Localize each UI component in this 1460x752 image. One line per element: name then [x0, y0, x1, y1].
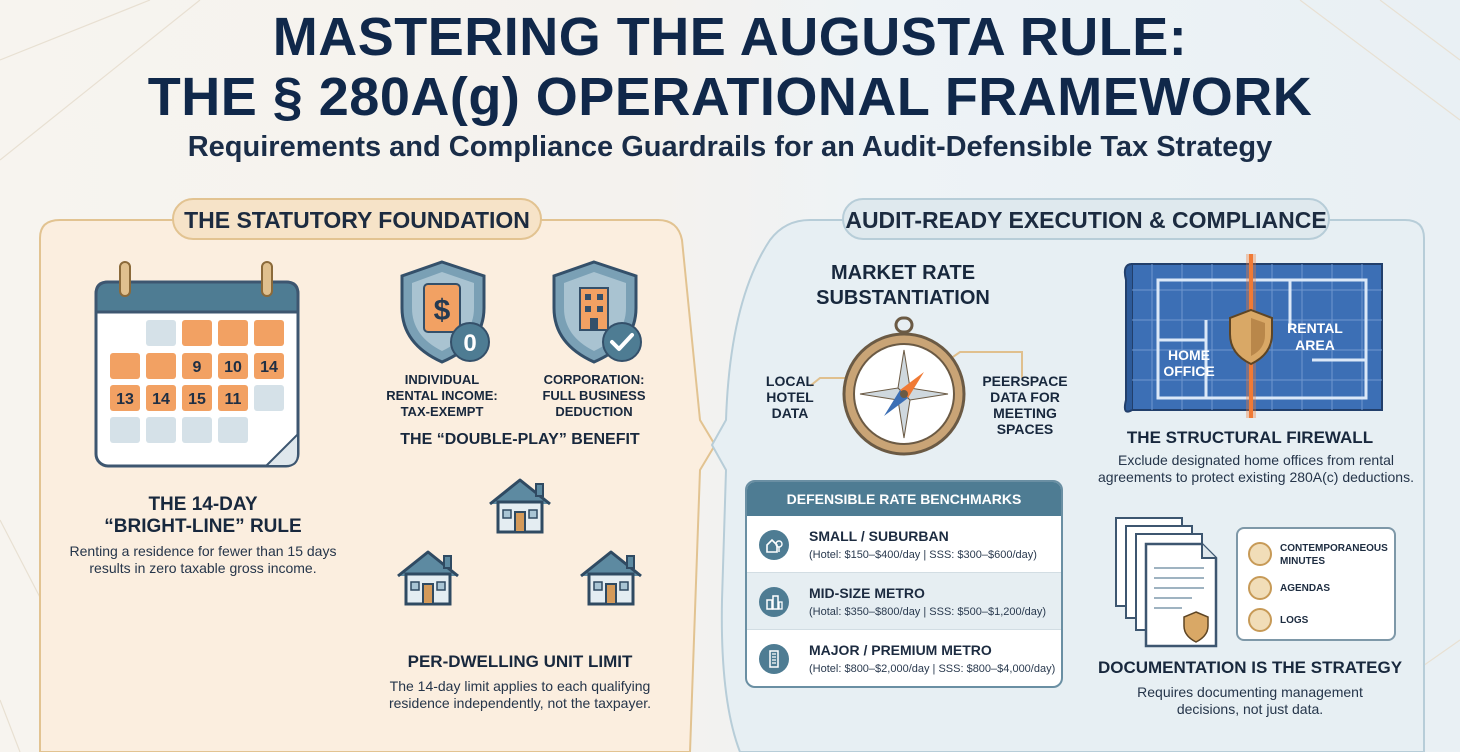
svg-text:$: $: [434, 294, 451, 327]
firewall-text-1: Exclude designated home offices from ren…: [1117, 452, 1394, 468]
home-office-label-1: HOME: [1168, 347, 1210, 363]
local-hotel-label-3: DATA: [771, 405, 809, 421]
per-dwelling-text-2: residence independently, not the taxpaye…: [388, 695, 652, 711]
bright-line-text-2: results in zero taxable gross income.: [89, 560, 317, 576]
calendar-day: 14: [152, 391, 170, 408]
document-stack-icon: [1115, 517, 1218, 648]
rental-area-label-2: AREA: [1295, 337, 1335, 353]
market-rate-title-1: MARKET RATE: [830, 262, 976, 284]
peerspace-label-3: MEETING: [993, 405, 1057, 421]
building-shield-icon: [552, 260, 642, 364]
benchmark-detail: (Hotel: $150–$400/day | SSS: $300–$600/d…: [809, 549, 1037, 561]
zero-badge: 0: [463, 330, 476, 357]
rate-benchmarks-card: DEFENSIBLE RATE BENCHMARKS SMALL / SUBUR…: [745, 480, 1063, 688]
midrise-icon: [759, 587, 789, 617]
corporation-label-2: FULL BUSINESS: [542, 388, 646, 403]
house-icon: [580, 550, 642, 606]
dollar-shield-icon: $ 0: [400, 260, 490, 364]
documentation-title: DOCUMENTATION IS THE STRATEGY: [1097, 658, 1403, 677]
individual-label-2: RENTAL INCOME:: [386, 388, 498, 403]
peerspace-label-1: PEERSPACE: [982, 373, 1068, 389]
firewall-text-2: agreements to protect existing 280A(c) d…: [1098, 469, 1414, 485]
page-subtitle: Requirements and Compliance Guardrails f…: [187, 131, 1273, 163]
benchmark-name: SMALL / SUBURBAN: [809, 528, 949, 544]
benchmark-name: MID-SIZE METRO: [809, 585, 925, 601]
market-rate-title-2: SUBSTANTIATION: [816, 287, 990, 309]
list-item: MID-SIZE METRO (Hotal: $350–$800/day | S…: [747, 573, 1061, 630]
rate-benchmarks-title: DEFENSIBLE RATE BENCHMARKS: [747, 482, 1061, 516]
list-item: SMALL / SUBURBAN (Hotel: $150–$400/day |…: [747, 516, 1061, 573]
gear-icon: [1248, 542, 1272, 566]
home-office-label-2: OFFICE: [1163, 363, 1215, 379]
calendar-day: 9: [193, 359, 202, 376]
double-play-title: THE “DOUBLE-PLAY” BENEFIT: [400, 431, 640, 448]
calendar-day: 15: [188, 391, 206, 408]
corporation-label-1: CORPORATION:: [543, 372, 645, 387]
statutory-foundation-heading: THE STATUTORY FOUNDATION: [172, 198, 542, 240]
house-icon: [397, 550, 459, 606]
benchmark-name: MAJOR / PREMIUM METRO: [809, 642, 992, 658]
compass-icon: [809, 316, 1023, 456]
calendar-day: 13: [116, 391, 134, 408]
audit-ready-heading: AUDIT-READY EXECUTION & COMPLIANCE: [842, 198, 1330, 240]
page-title-line-1: MASTERING THE AUGUSTA RULE:: [272, 7, 1188, 67]
calendar-day: 10: [224, 359, 242, 376]
firewall-title: THE STRUCTURAL FIREWALL: [1126, 428, 1374, 447]
doc-label: LOGS: [1280, 615, 1309, 626]
per-dwelling-title: PER-DWELLING UNIT LIMIT: [407, 652, 633, 671]
rental-area-label-1: RENTAL: [1287, 320, 1343, 336]
individual-label-3: TAX-EXEMPT: [400, 404, 484, 419]
page-title-line-2: THE § 280A(g) OPERATIONAL FRAMEWORK: [147, 67, 1313, 127]
individual-label-1: INDIVIDUAL: [404, 372, 480, 387]
local-hotel-label-2: HOTEL: [766, 389, 814, 405]
per-dwelling-text-1: The 14-day limit applies to each qualify…: [389, 678, 651, 694]
house-tree-icon: [759, 530, 789, 560]
calendar-day: 11: [225, 391, 242, 408]
benchmark-detail: (Hotel: $800–$2,000/day | SSS: $800–$4,0…: [809, 663, 1056, 675]
local-hotel-label-1: LOCAL: [765, 373, 815, 389]
blueprint-icon: [1123, 254, 1383, 418]
skyscraper-icon: [759, 644, 789, 674]
log-book-icon: [1248, 608, 1272, 632]
bright-line-title-1: THE 14-DAY: [148, 494, 258, 515]
calendar-day: 14: [260, 359, 278, 376]
corporation-label-3: DEDUCTION: [555, 404, 633, 419]
documentation-text-1: Requires documenting management: [1137, 684, 1363, 700]
clipboard-icon: [1248, 576, 1272, 600]
peerspace-label-2: DATA FOR: [990, 389, 1060, 405]
doc-label: AGENDAS: [1280, 583, 1331, 594]
benchmark-detail: (Hotal: $350–$800/day | SSS: $500–$1,200…: [809, 606, 1047, 618]
house-icon: [489, 478, 551, 534]
list-item: MAJOR / PREMIUM METRO (Hotel: $800–$2,00…: [747, 630, 1061, 686]
bright-line-text-1: Renting a residence for fewer than 15 da…: [69, 543, 337, 559]
peerspace-label-4: SPACES: [996, 421, 1054, 437]
bright-line-title-2: “BRIGHT-LINE” RULE: [104, 516, 302, 537]
calendar-icon: 9 10 14 13 14 15 11: [94, 261, 300, 468]
documentation-text-2: decisions, not just data.: [1176, 701, 1324, 717]
